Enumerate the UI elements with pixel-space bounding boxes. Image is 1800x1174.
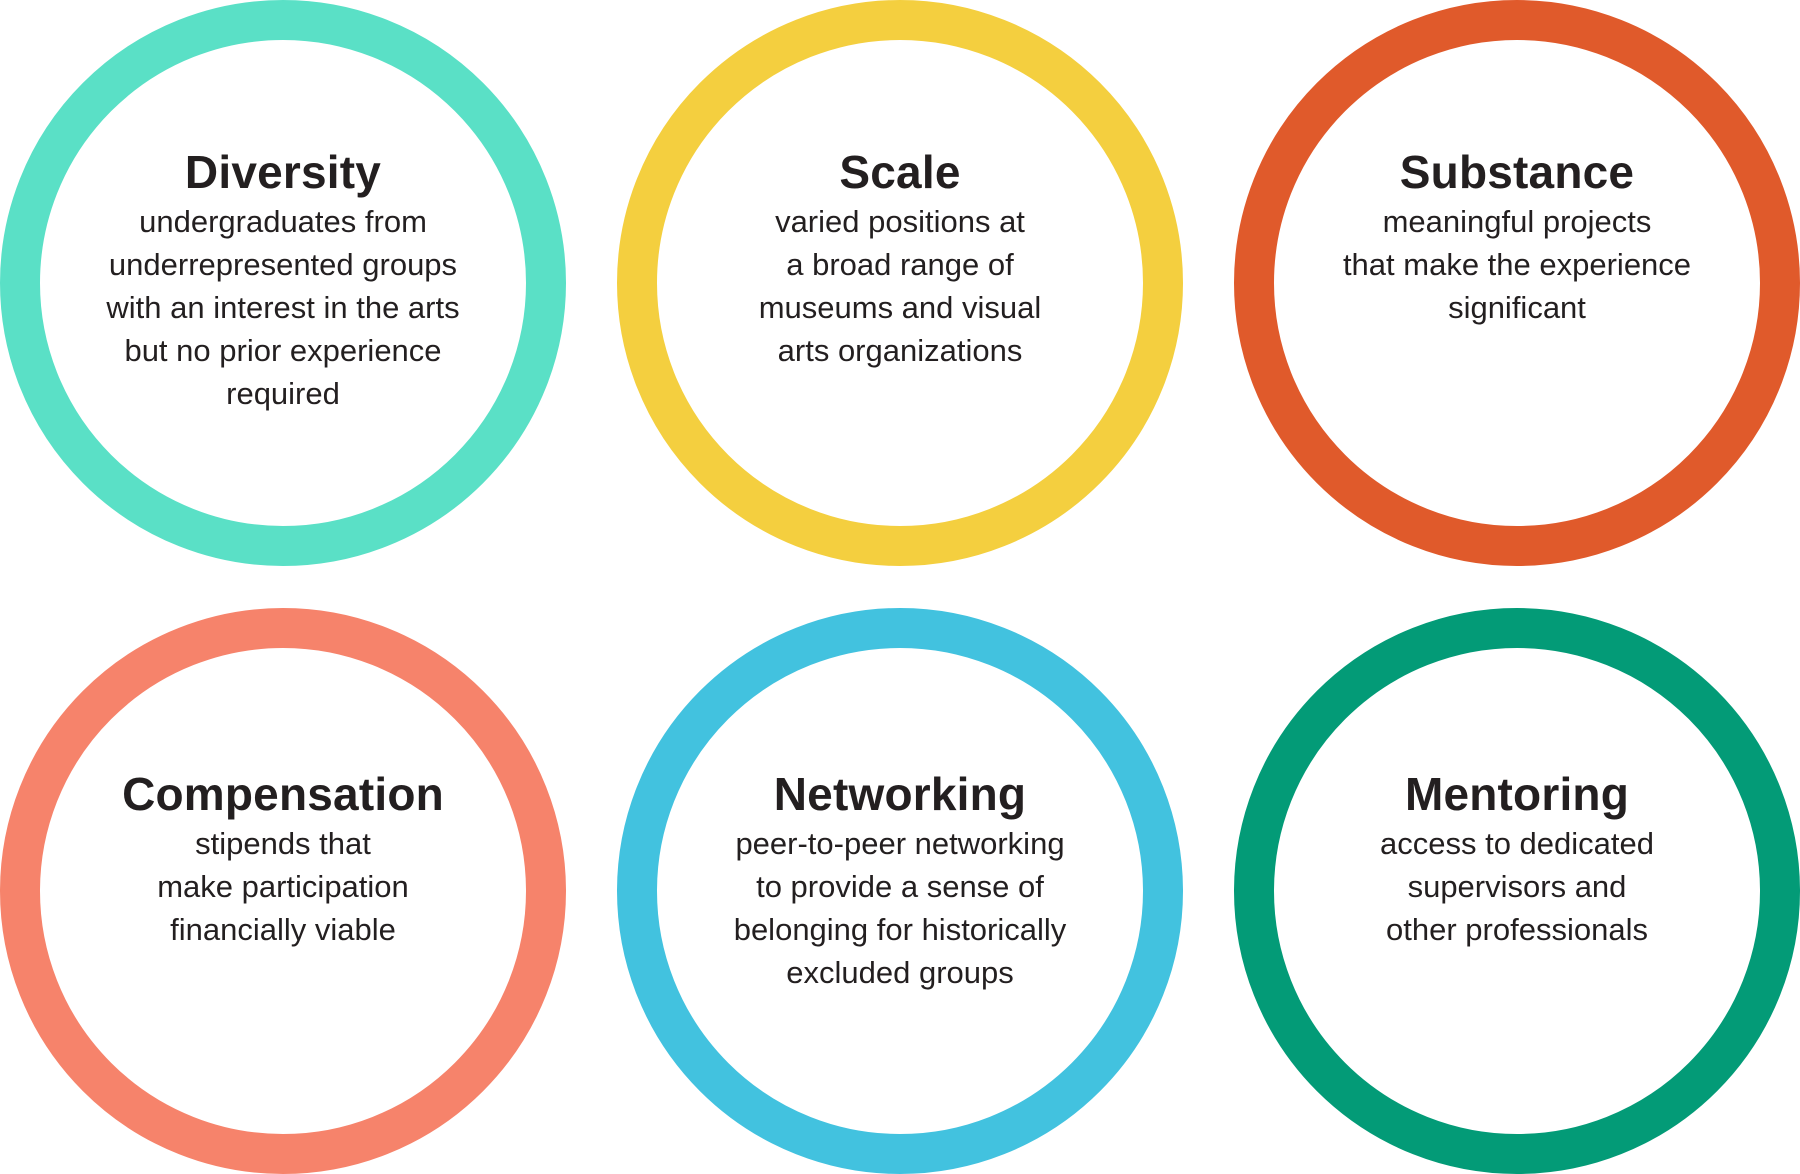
ring-substance: Substance meaningful projects that make … [1234, 0, 1800, 566]
ring-description-diversity: undergraduates from underrepresented gro… [106, 204, 460, 411]
ring-diversity: Diversity undergraduates from underrepre… [0, 0, 566, 566]
ring-title-diversity: Diversity [184, 146, 382, 198]
ring-networking: Networking peer-to-peer networking to pr… [617, 608, 1183, 1174]
ring-mentoring: Mentoring access to dedicated supervisor… [1234, 608, 1800, 1174]
ring-content: Substance meaningful projects that make … [1304, 144, 1730, 329]
ring-title-substance: Substance [1399, 146, 1635, 198]
ring-content: Diversity undergraduates from underrepre… [70, 144, 496, 415]
ring-content: Mentoring access to dedicated supervisor… [1304, 766, 1730, 951]
ring-description-compensation: stipends that make participation financi… [157, 826, 409, 947]
ring-content: Scale varied positions at a broad range … [687, 144, 1113, 372]
ring-description-mentoring: access to dedicated supervisors and othe… [1379, 826, 1654, 947]
ring-compensation: Compensation stipends that make particip… [0, 608, 566, 1174]
ring-description-networking: peer-to-peer networking to provide a sen… [733, 826, 1067, 990]
ring-content: Compensation stipends that make particip… [70, 766, 496, 951]
ring-description-substance: meaningful projects that make the experi… [1342, 204, 1692, 325]
ring-scale: Scale varied positions at a broad range … [617, 0, 1183, 566]
ring-description-scale: varied positions at a broad range of mus… [758, 204, 1042, 368]
ring-title-networking: Networking [773, 768, 1027, 820]
ring-content: Networking peer-to-peer networking to pr… [687, 766, 1113, 994]
ring-title-mentoring: Mentoring [1404, 768, 1630, 820]
ring-title-compensation: Compensation [122, 768, 444, 820]
ring-title-scale: Scale [839, 146, 961, 198]
